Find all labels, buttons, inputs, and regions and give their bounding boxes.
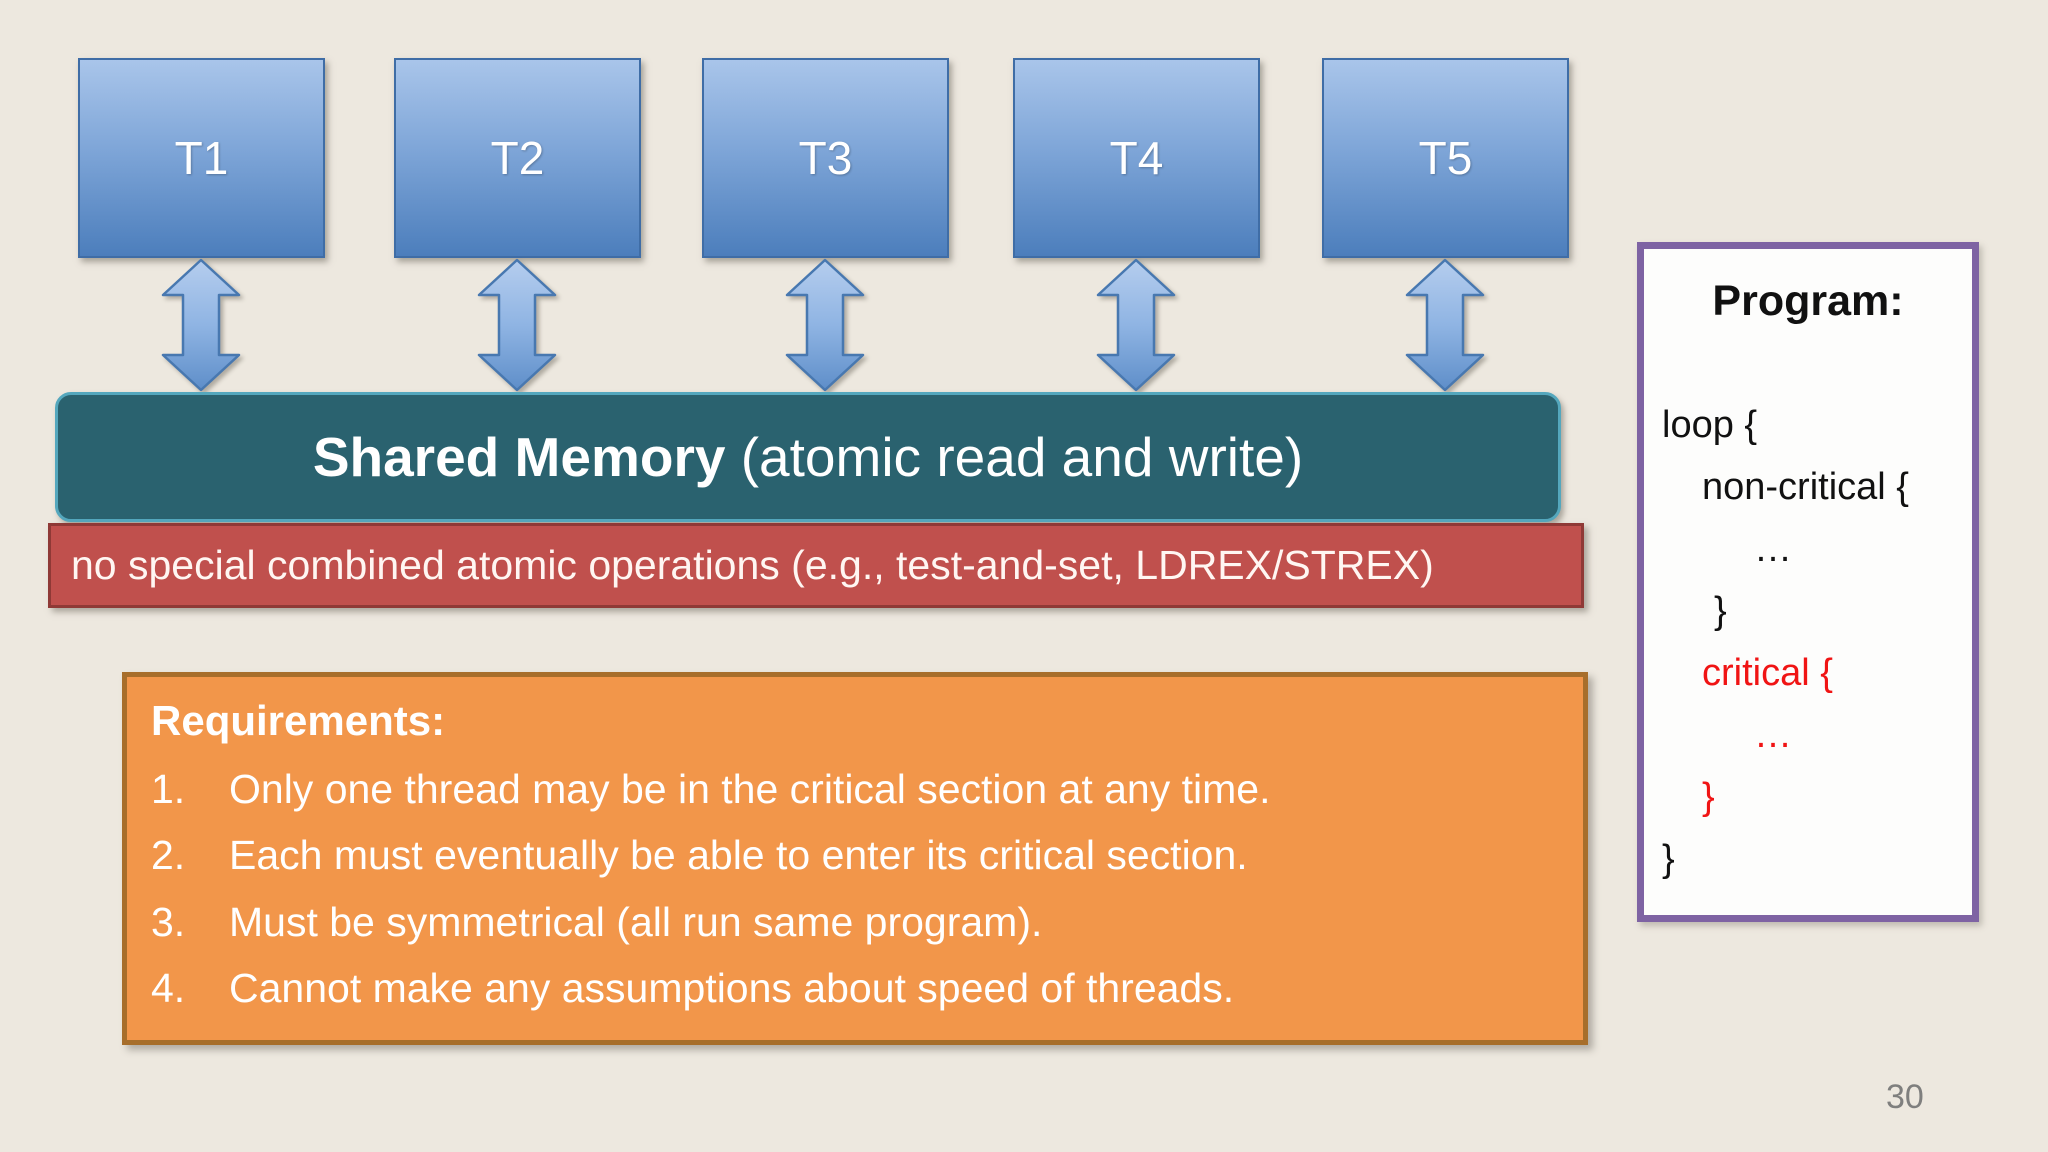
thread-box-t4: T4 bbox=[1013, 58, 1260, 258]
thread-label: T3 bbox=[798, 132, 853, 184]
requirement-text: Only one thread may be in the critical s… bbox=[229, 766, 1271, 812]
code-line: critical { bbox=[1702, 652, 1833, 694]
note-bar-text: no special combined atomic operations (e… bbox=[71, 542, 1434, 588]
requirement-text: Cannot make any assumptions about speed … bbox=[229, 965, 1235, 1012]
shared-memory-subtitle: (atomic read and write) bbox=[725, 426, 1304, 488]
code-line: } bbox=[1662, 838, 1675, 880]
requirement-item: 4. Cannot make any assumptions about spe… bbox=[151, 964, 1559, 1012]
code-line: loop { bbox=[1662, 404, 1758, 446]
code-line: … bbox=[1754, 528, 1792, 570]
requirement-number: 4. bbox=[151, 965, 186, 1012]
requirement-number: 3. bbox=[151, 898, 186, 945]
thread-box-t1: T1 bbox=[78, 58, 325, 258]
program-title: Program: bbox=[1712, 277, 1904, 325]
requirement-number: 1. bbox=[151, 766, 186, 812]
thread-label: T1 bbox=[174, 132, 229, 184]
code-line: } bbox=[1714, 590, 1727, 632]
thread-box-t2: T2 bbox=[394, 58, 641, 258]
code-line: … bbox=[1754, 714, 1792, 756]
shared-memory-bar: Shared Memory (atomic read and write) bbox=[55, 392, 1561, 522]
double-arrow-icon bbox=[783, 258, 867, 392]
double-arrow-icon bbox=[159, 258, 243, 392]
double-arrow-icon bbox=[1403, 258, 1487, 392]
requirements-box: Requirements: 1. Only one thread may be … bbox=[122, 672, 1588, 1045]
requirement-item: 3. Must be symmetrical (all run same pro… bbox=[151, 898, 1559, 946]
requirement-item: 2. Each must eventually be able to enter… bbox=[151, 831, 1559, 879]
program-box: Program: loop { non-critical { … } criti… bbox=[1637, 242, 1979, 922]
shared-memory-title: Shared Memory bbox=[312, 426, 726, 488]
thread-label: T5 bbox=[1418, 132, 1473, 184]
code-line: non-critical { bbox=[1702, 466, 1909, 508]
requirement-text: Each must eventually be able to enter it… bbox=[229, 832, 1248, 879]
requirement-number: 2. bbox=[151, 832, 186, 879]
double-arrow-icon bbox=[475, 258, 559, 392]
code-line: } bbox=[1702, 776, 1715, 818]
page-number: 30 bbox=[1886, 1078, 1924, 1116]
requirements-heading: Requirements: bbox=[151, 697, 446, 744]
thread-box-t5: T5 bbox=[1322, 58, 1569, 258]
thread-box-t3: T3 bbox=[702, 58, 949, 258]
program-code: loop { non-critical { … } critical { … }… bbox=[1644, 394, 1972, 890]
double-arrow-icon bbox=[1094, 258, 1178, 392]
thread-label: T2 bbox=[490, 132, 545, 184]
thread-label: T4 bbox=[1109, 132, 1164, 184]
requirement-text: Must be symmetrical (all run same progra… bbox=[229, 898, 1043, 945]
requirement-item: 1. Only one thread may be in the critica… bbox=[151, 765, 1559, 813]
note-bar: no special combined atomic operations (e… bbox=[48, 523, 1584, 608]
